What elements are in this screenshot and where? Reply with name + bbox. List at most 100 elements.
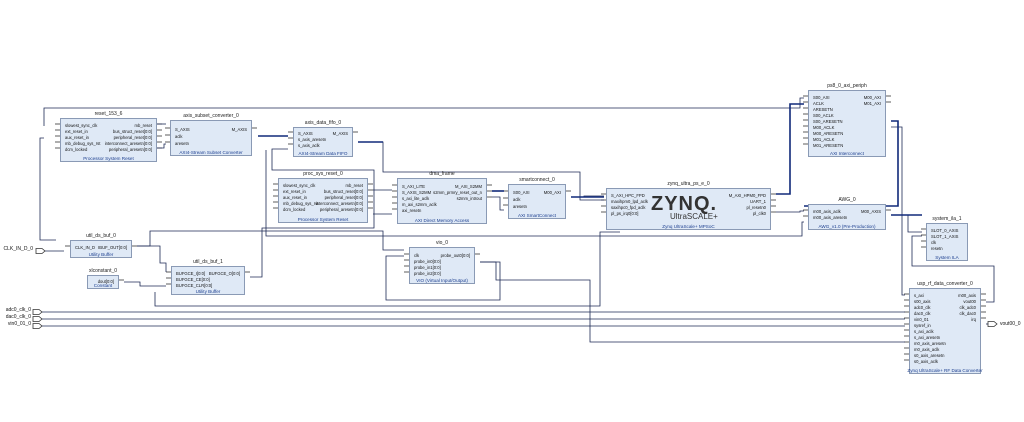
port-label: m_axi_s2mm_aclk <box>402 201 437 207</box>
net-wire <box>492 196 504 211</box>
port-label: slowest_sync_clk <box>283 182 316 188</box>
port-label: BUFGCE_O[0:0] <box>208 270 240 276</box>
port-label: probe_in0[0:0] <box>414 258 441 264</box>
net-wire <box>39 137 56 241</box>
port-label: S00_AXI <box>813 94 830 100</box>
block-subtitle: AXI Interconnect <box>830 151 864 156</box>
port-label: S_AXIS_S2MM <box>402 189 432 195</box>
port-label: s0_axis_aclk <box>914 358 938 364</box>
port-label: m00_axis_aresetn <box>813 214 848 220</box>
block-subtitle: Zynq UltraScale+ RF Data Converter <box>907 368 983 373</box>
ext-port-adc0-clk[interactable]: adc0_clk_0 <box>5 307 31 313</box>
block-instance-name: proc_sys_reset_0 <box>303 171 343 177</box>
port-label: peripheral_aresetn[0:0] <box>108 146 152 152</box>
block-instance-name: system_ila_1 <box>932 216 962 222</box>
block-instance-name: xlconstant_0 <box>88 268 118 274</box>
block-subtitle: VIO (Virtual Input/Output) <box>416 278 468 283</box>
port-label: BUFGCE_CE[0:0] <box>176 276 210 282</box>
port-label: s_axi_aclk <box>914 328 934 334</box>
port-label: m0_axis_aclk <box>914 346 940 352</box>
port-label: axi_resetn <box>402 207 422 213</box>
port-label: BUFGCE_CLR[0:0] <box>176 282 213 288</box>
ext-port-vin0-01[interactable]: vin0_01_0 <box>7 321 31 327</box>
block-subtitle: Processor System Reset <box>83 156 134 161</box>
block-util-ds-buf-1[interactable]: BUFGCE_I[0:0]BUFGCE_CE[0:0]BUFGCE_CLR[0:… <box>171 266 245 295</box>
port-label: saxihpc0_fpd_aclk <box>611 204 646 210</box>
port-label: aclk <box>513 196 521 202</box>
dac0-clk-port-icon[interactable] <box>32 316 43 322</box>
port-label: s2mm_prmry_reset_out_n <box>433 189 482 195</box>
net-wire <box>911 235 995 303</box>
port-label: S00_ACLK <box>813 112 834 118</box>
net-wire <box>480 261 905 343</box>
port-label: peripheral_reset[0:0] <box>113 134 152 140</box>
adc0-clk-port-icon[interactable] <box>32 309 43 315</box>
port-label: clk <box>931 239 937 245</box>
block-instance-name: AWG_0 <box>838 197 856 203</box>
ext-port-dac0-clk[interactable]: dac0_clk_0 <box>5 314 31 320</box>
net-wire <box>385 255 501 301</box>
port-label: SLOT_1_AXIS <box>931 233 959 239</box>
block-instance-name: axis_data_fifo_0 <box>304 120 342 126</box>
ext-port-clk-in[interactable]: CLK_IN_D_0 <box>3 246 33 252</box>
block-xlconstant-0[interactable]: dout[0:0] <box>87 275 119 289</box>
port-label: vin0_01 <box>914 316 929 322</box>
port-label: M_AXI_S2MM <box>455 183 482 189</box>
port-label: dcm_locked <box>65 146 88 152</box>
port-label: M01_ARESETN <box>813 142 844 148</box>
net-wire <box>43 97 804 126</box>
port-label: aresetn <box>175 140 189 146</box>
net-wire <box>265 150 804 237</box>
port-label: M00_AXI <box>863 94 881 100</box>
port-label: slowest_sync_clk <box>65 122 98 128</box>
vin0-01-port-icon[interactable] <box>32 323 43 329</box>
ext-port-vout00[interactable]: vout00_0 <box>1000 321 1021 327</box>
port-label: mb_debug_sys_rst <box>65 140 101 146</box>
block-subtitle: System ILA <box>935 255 959 260</box>
port-label: peripheral_aresetn[0:0] <box>319 206 363 212</box>
port-label: irq <box>971 316 976 322</box>
block-subtitle: Utility Buffer <box>88 252 114 257</box>
port-label: ext_reset_in <box>65 128 88 134</box>
block-instance-name: util_ds_buf_1 <box>193 259 223 265</box>
vout00-port-icon[interactable] <box>987 321 998 327</box>
port-label: s_axis_aresetn <box>298 136 327 142</box>
port-label: resetn <box>931 245 943 251</box>
port-label: S_AXI_LITE <box>402 183 426 189</box>
port-label: UART_1 <box>750 198 766 204</box>
block-subtitle: AWG_v1.0 (Pre-Production) <box>818 224 876 229</box>
port-label: probe_out0[0:0] <box>440 252 470 258</box>
block-instance-name: reset_153_6 <box>94 111 123 117</box>
port-label: bus_struct_reset[0:0] <box>112 128 152 134</box>
block-instance-name: zynq_ultra_ps_e_0 <box>667 181 710 187</box>
net-wire <box>250 148 375 278</box>
port-label: probe_in2[0:0] <box>414 270 441 276</box>
port-label: s00_axis <box>914 298 931 304</box>
port-label: m00_axis_aclk <box>813 208 841 214</box>
zynq-logo: ZYNQ. <box>651 193 718 215</box>
block-subtitle: Constant <box>93 283 113 288</box>
net-wire <box>891 126 905 296</box>
net-wire <box>157 143 166 149</box>
port-label: clk_dac0 <box>959 310 976 316</box>
port-label: M_AXIS <box>332 130 348 136</box>
port-label: M_AXI_HPM0_FPD <box>728 192 766 198</box>
clk-in-port-icon[interactable] <box>35 248 46 254</box>
port-label: adc0_clk <box>914 304 931 310</box>
port-label: ext_reset_in <box>283 188 306 194</box>
port-label: s2mm_introut <box>456 195 482 201</box>
port-label: clk <box>414 252 420 258</box>
